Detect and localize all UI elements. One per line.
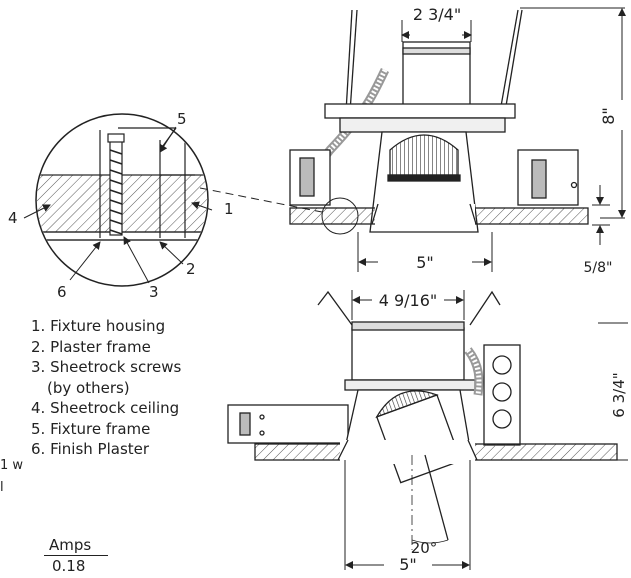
amps-header: Amps [49,536,92,554]
dim-height: 8" [599,107,618,125]
dim-tilt-angle: 20° [411,539,438,557]
dim-top-width: 2 3/4" [413,5,461,24]
dim-bottom-aperture: 5" [399,555,417,574]
detail-leaders [23,126,323,284]
top-fixture-drawing [289,9,589,235]
bottom-fixture-drawing [227,290,618,550]
legend-item: 3. Sheetrock screws [31,358,182,376]
callout-1: 1 [224,200,234,218]
legend-item: 1. Fixture housing [31,317,166,335]
bottom-dimensions [344,290,628,570]
parts-legend: 1. Fixture housing 2. Plaster frame 3. S… [31,316,181,460]
callout-5: 5 [177,110,187,128]
legend-item: (by others) [47,378,130,397]
dim-top-aperture: 5" [416,253,434,272]
callout-4: 4 [8,209,18,227]
callout-6: 6 [57,283,67,301]
callout-2: 2 [186,260,196,278]
dim-bottom-width: 4 9/16" [379,291,438,310]
dim-trim-thickness: 5/8" [584,260,613,276]
legend-item: 5. Fixture frame [31,419,151,438]
legend-item: 6. Finish Plaster [31,440,150,458]
legend-item: 4. Sheetrock ceiling [31,399,180,417]
dim-bottom-height: 6 3/4" [610,372,628,417]
amps-divider [44,555,108,556]
detail-view [35,113,209,287]
spec-note-2: l [0,480,4,495]
spec-note: 1 w [0,458,24,473]
callout-3: 3 [149,283,159,301]
legend-item: 2. Plaster frame [31,337,151,356]
top-dimensions [357,7,626,272]
amps-value: 0.18 [52,557,86,575]
